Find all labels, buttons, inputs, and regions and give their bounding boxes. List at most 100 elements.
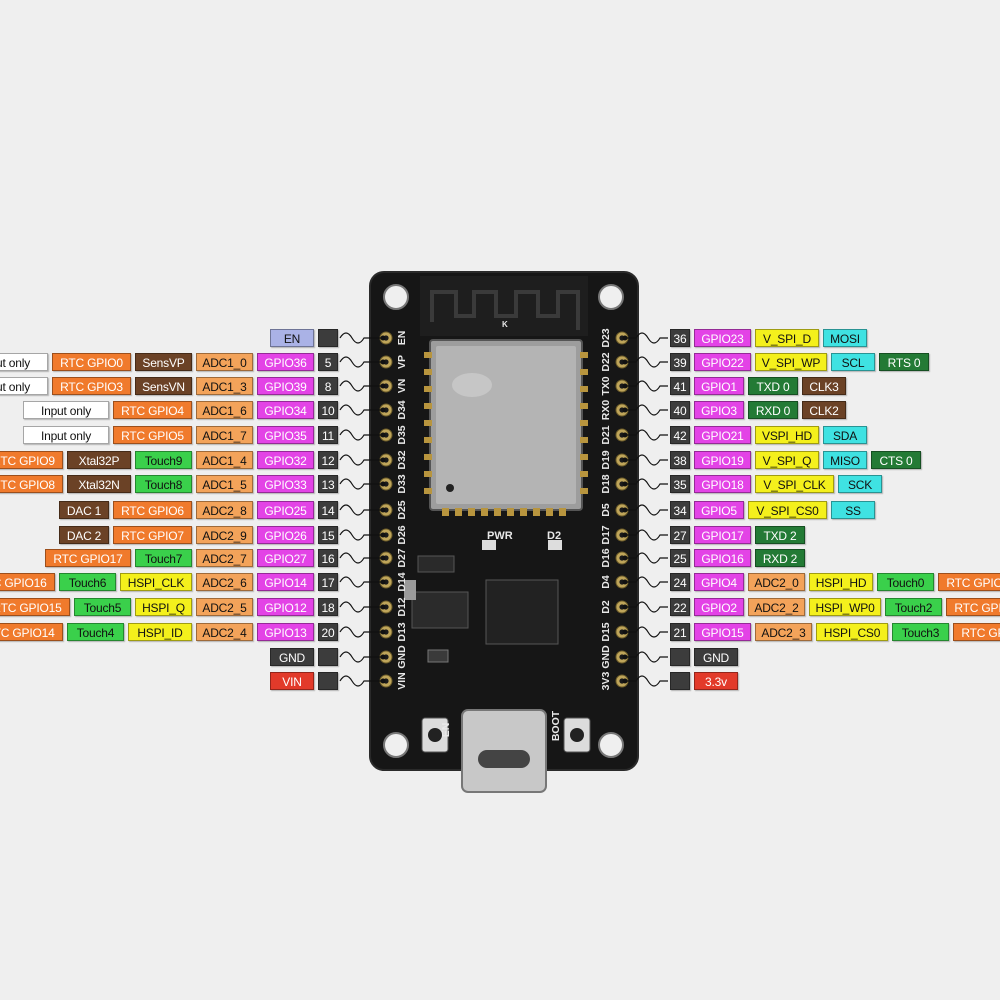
pin-label: GPIO22 xyxy=(694,353,751,371)
leader-dot xyxy=(622,629,628,635)
pin-number xyxy=(318,672,338,690)
pin-label: ADC2_8 xyxy=(196,501,253,519)
pin-label: Touch8 xyxy=(135,475,192,493)
pin-label: HSPI_CS0 xyxy=(816,623,888,641)
pin-label: SensVP xyxy=(135,353,192,371)
d2-led-label: D2 xyxy=(547,530,562,542)
pin-label: V_SPI_WP xyxy=(755,353,827,371)
pin-number: 36 xyxy=(670,329,690,347)
pin-label: Touch4 xyxy=(67,623,124,641)
pin-label: Input only xyxy=(0,377,48,395)
pin-label: GPIO3 xyxy=(694,401,744,419)
pin-number: 10 xyxy=(318,401,338,419)
pin-number: 5 xyxy=(318,353,338,371)
pin-label: ADC2_4 xyxy=(196,623,253,641)
leader-dot xyxy=(622,579,628,585)
pin-label: SCK xyxy=(838,475,882,493)
pin-label: CLK2 xyxy=(802,401,846,419)
leader-dot xyxy=(622,654,628,660)
pin-label: RXD 2 xyxy=(755,549,805,567)
pin-label: SDA xyxy=(823,426,867,444)
pin-label: VSPI_HD xyxy=(755,426,819,444)
pin-number: 39 xyxy=(670,353,690,371)
pin-label: ADC2_5 xyxy=(196,598,253,616)
leader-line xyxy=(339,404,383,416)
leader-line xyxy=(625,576,668,588)
leader-dot xyxy=(622,359,628,365)
mounting-hole xyxy=(383,732,409,758)
pin-label: RTC GPIO16 xyxy=(0,573,55,591)
pin-label: GPIO2 xyxy=(694,598,744,616)
pin-label: RTC GPIO7 xyxy=(113,526,192,544)
pin-label: HSPI_ID xyxy=(128,623,192,641)
leader-dot xyxy=(622,555,628,561)
leader-dot xyxy=(622,481,628,487)
voltage-regulator xyxy=(411,591,469,629)
pin-label: Input only xyxy=(23,426,109,444)
leader-dot xyxy=(622,678,628,684)
pin-number xyxy=(318,329,338,347)
pin-label: HSPI_HD xyxy=(809,573,873,591)
pin-label: MISO xyxy=(823,451,867,469)
pin-number: 22 xyxy=(670,598,690,616)
leader-line xyxy=(625,404,668,416)
pin-label: Touch0 xyxy=(877,573,934,591)
pin-label: ADC1_0 xyxy=(196,353,253,371)
pin-number: 34 xyxy=(670,501,690,519)
pin-label: Input only xyxy=(0,353,48,371)
left-pin-header xyxy=(379,331,393,688)
small-ic xyxy=(417,555,455,573)
pin-label: Xtal32P xyxy=(67,451,131,469)
pin-label: VIN xyxy=(270,672,314,690)
capacitor xyxy=(427,649,449,663)
pin-number xyxy=(670,672,690,690)
pin-label: RTC GPIO4 xyxy=(113,401,192,419)
pin-label: Xtal32N xyxy=(67,475,131,493)
pin-label: Touch9 xyxy=(135,451,192,469)
pin-label: ADC2_0 xyxy=(748,573,805,591)
pin-label: HSPI_CLK xyxy=(120,573,192,591)
leader-dot xyxy=(380,407,386,413)
pin-label: RTC GPIO0 xyxy=(52,353,131,371)
pin-label: HSPI_Q xyxy=(135,598,192,616)
pin-number: 40 xyxy=(670,401,690,419)
leader-dot xyxy=(380,481,386,487)
leader-dot xyxy=(622,407,628,413)
pin-label: RTC GPIO13 xyxy=(953,623,1000,641)
pin-label: GPIO19 xyxy=(694,451,751,469)
leader-dot xyxy=(622,335,628,341)
leader-line xyxy=(625,380,668,392)
leader-line xyxy=(339,356,383,368)
leader-dot xyxy=(380,432,386,438)
leader-line xyxy=(339,552,383,564)
leader-dot xyxy=(622,532,628,538)
silk-pin-name: 3V3 xyxy=(600,671,612,691)
pin-number: 35 xyxy=(670,475,690,493)
pin-number: 27 xyxy=(670,526,690,544)
leader-line xyxy=(625,601,668,613)
pin-label: RTC GPIO17 xyxy=(45,549,131,567)
pin-label: ADC2_6 xyxy=(196,573,253,591)
pin-number: 13 xyxy=(318,475,338,493)
pin-label: SS xyxy=(831,501,875,519)
leader-line xyxy=(339,478,383,490)
pin-label: V_SPI_Q xyxy=(755,451,819,469)
pin-label: GPIO12 xyxy=(257,598,314,616)
leader-line xyxy=(339,626,383,638)
pin-number: 11 xyxy=(318,426,338,444)
leader-dot xyxy=(380,678,386,684)
leader-dot xyxy=(380,654,386,660)
leader-line xyxy=(625,454,668,466)
pin-label: RXD 0 xyxy=(748,401,798,419)
pin-number: 18 xyxy=(318,598,338,616)
pin-label: Touch5 xyxy=(74,598,131,616)
pin-label: GPIO18 xyxy=(694,475,751,493)
leader-dot xyxy=(622,604,628,610)
leader-line xyxy=(625,529,668,541)
pin-label: DAC 1 xyxy=(59,501,109,519)
pin-label: GPIO16 xyxy=(694,549,751,567)
mounting-hole xyxy=(598,284,624,310)
